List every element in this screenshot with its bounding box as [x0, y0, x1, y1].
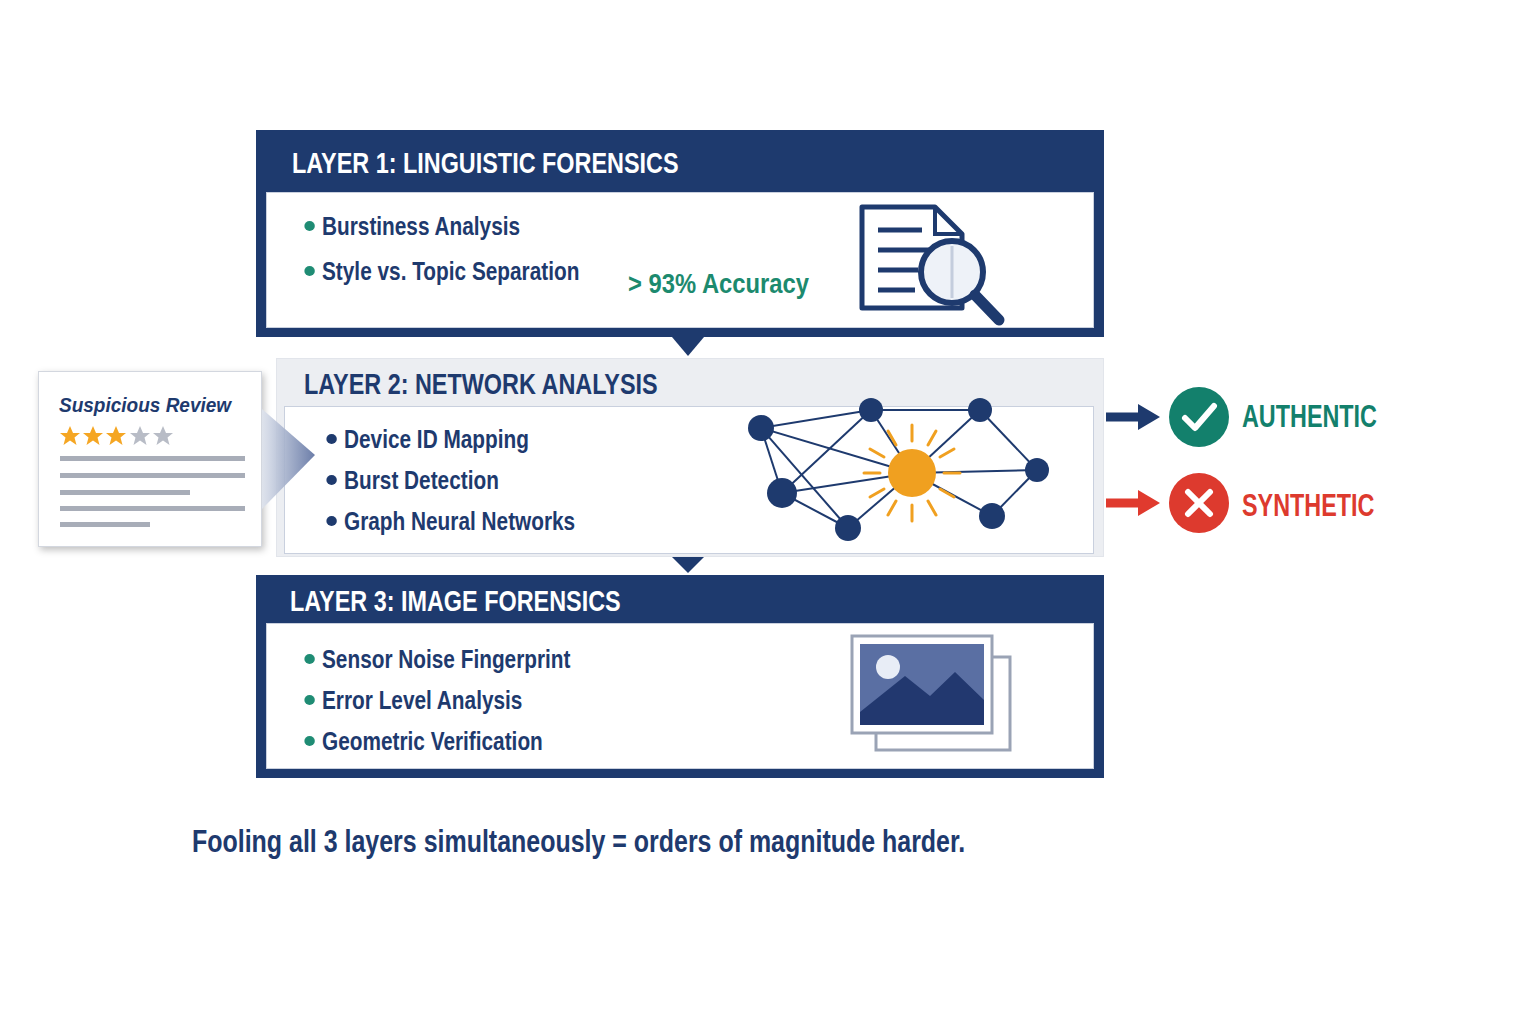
method-item: Burst Detection [344, 467, 499, 493]
result-badge: AUTHENTIC [1160, 385, 1410, 449]
review-card: Suspicious Review [38, 371, 262, 547]
card-title: Suspicious Review [59, 395, 231, 415]
result-badge: SYNTHETIC [1160, 471, 1410, 535]
method-item: Device ID Mapping [344, 426, 529, 452]
layer-box: LAYER 3: IMAGE FORENSICS Sensor Noise Fin… [256, 575, 1104, 778]
caption-text: Fooling all 3 layers simultaneously = or… [192, 825, 965, 857]
cross-mark [1188, 492, 1210, 514]
layer-box: LAYER 1: LINGUISTIC FORENSICS Burstiness … [256, 130, 1104, 337]
method-item: Graph Neural Networks [344, 508, 575, 534]
method-item: Error Level Analysis [322, 687, 522, 713]
accuracy-note: > 93% Accuracy [628, 270, 809, 298]
method-item: Style vs. Topic Separation [322, 258, 579, 284]
layer-heading: LAYER 2: NETWORK ANALYSIS [304, 369, 658, 399]
method-item: Geometric Verification [322, 728, 543, 754]
flow-connector [1106, 490, 1160, 516]
flow-connector [672, 557, 704, 573]
connector-line [1106, 499, 1142, 508]
connector-head [1138, 404, 1160, 430]
layer-heading: LAYER 3: IMAGE FORENSICS [290, 586, 621, 616]
flow-connector [1106, 404, 1160, 430]
check-mark [1185, 406, 1214, 428]
flow-connector [672, 337, 704, 356]
connector-line [1106, 413, 1142, 422]
connector-head [1138, 490, 1160, 516]
badge-circle [1169, 473, 1229, 533]
connector-head [672, 337, 704, 356]
method-item: Burstiness Analysis [322, 213, 520, 239]
result-label: SYNTHETIC [1242, 489, 1374, 521]
badge-circle [1169, 387, 1229, 447]
layer-heading: LAYER 1: LINGUISTIC FORENSICS [292, 148, 679, 178]
result-label: AUTHENTIC [1242, 400, 1377, 432]
connector-head [672, 557, 704, 573]
method-item: Sensor Noise Fingerprint [322, 646, 570, 672]
layer-box: LAYER 2: NETWORK ANALYSIS Device ID Mappi… [276, 358, 1104, 557]
